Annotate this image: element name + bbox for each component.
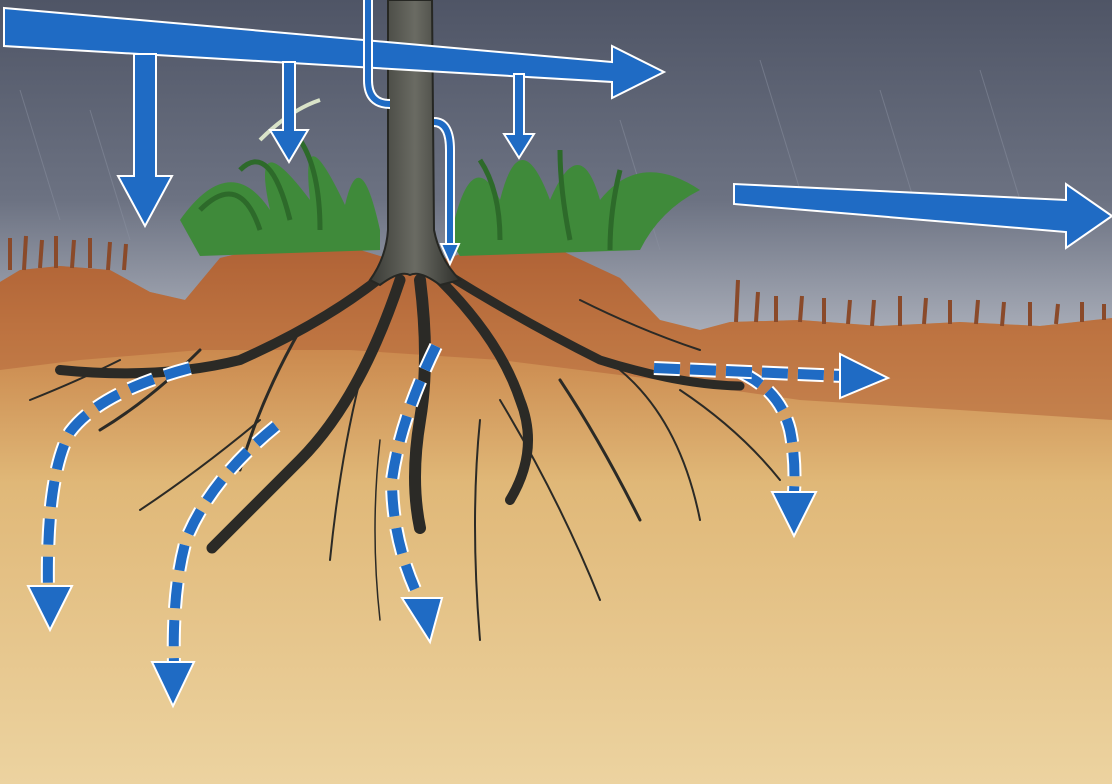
diagram-canvas — [0, 0, 1112, 784]
water-cycle-diagram — [0, 0, 1112, 784]
